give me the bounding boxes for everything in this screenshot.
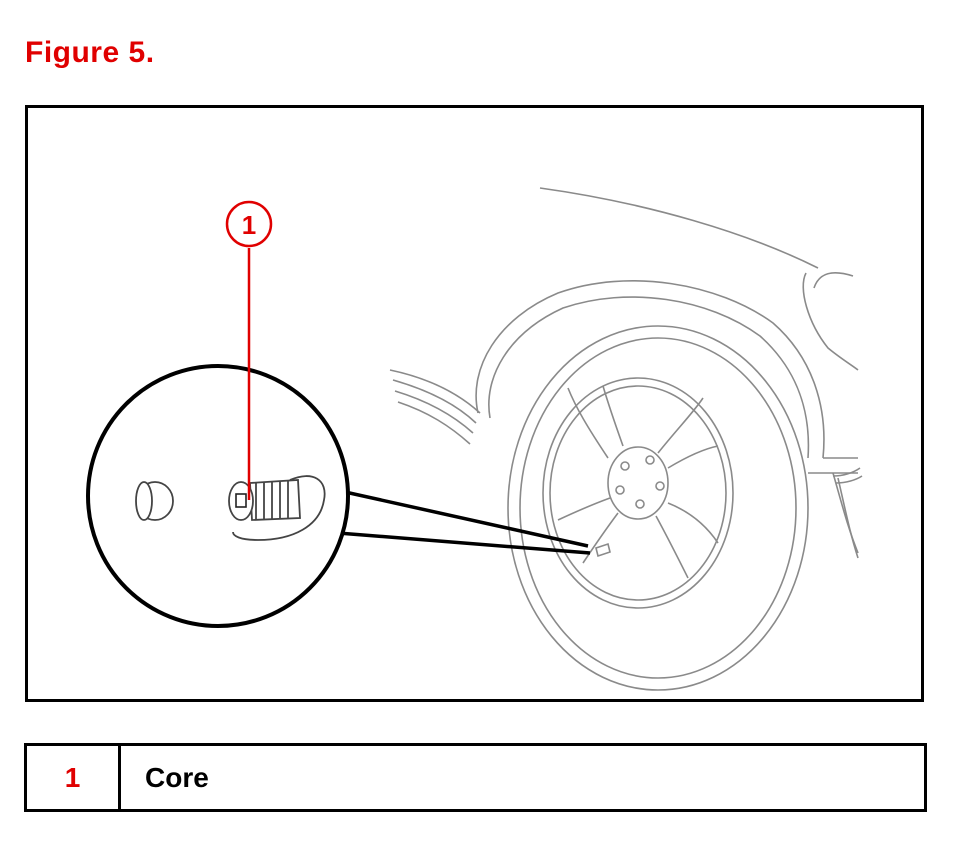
tire-valve-illustration: 1 bbox=[86, 187, 863, 691]
legend-table: 1 Core bbox=[24, 743, 927, 812]
magnifier-circle bbox=[86, 364, 350, 628]
valve-stem-icon bbox=[228, 475, 326, 541]
callout-marker: 1 bbox=[225, 200, 273, 500]
wheel-rim-icon bbox=[507, 325, 809, 691]
figure-title: Figure 5. bbox=[25, 36, 155, 69]
legend-number: 1 bbox=[24, 743, 121, 812]
car-body-outline bbox=[389, 187, 863, 559]
magnifier-connector bbox=[335, 488, 591, 555]
callout-number: 1 bbox=[242, 210, 256, 240]
legend-row: 1 Core bbox=[24, 743, 927, 812]
legend-label: Core bbox=[118, 743, 927, 812]
figure-frame: 1 bbox=[25, 105, 924, 702]
valve-cap-icon bbox=[135, 481, 174, 521]
